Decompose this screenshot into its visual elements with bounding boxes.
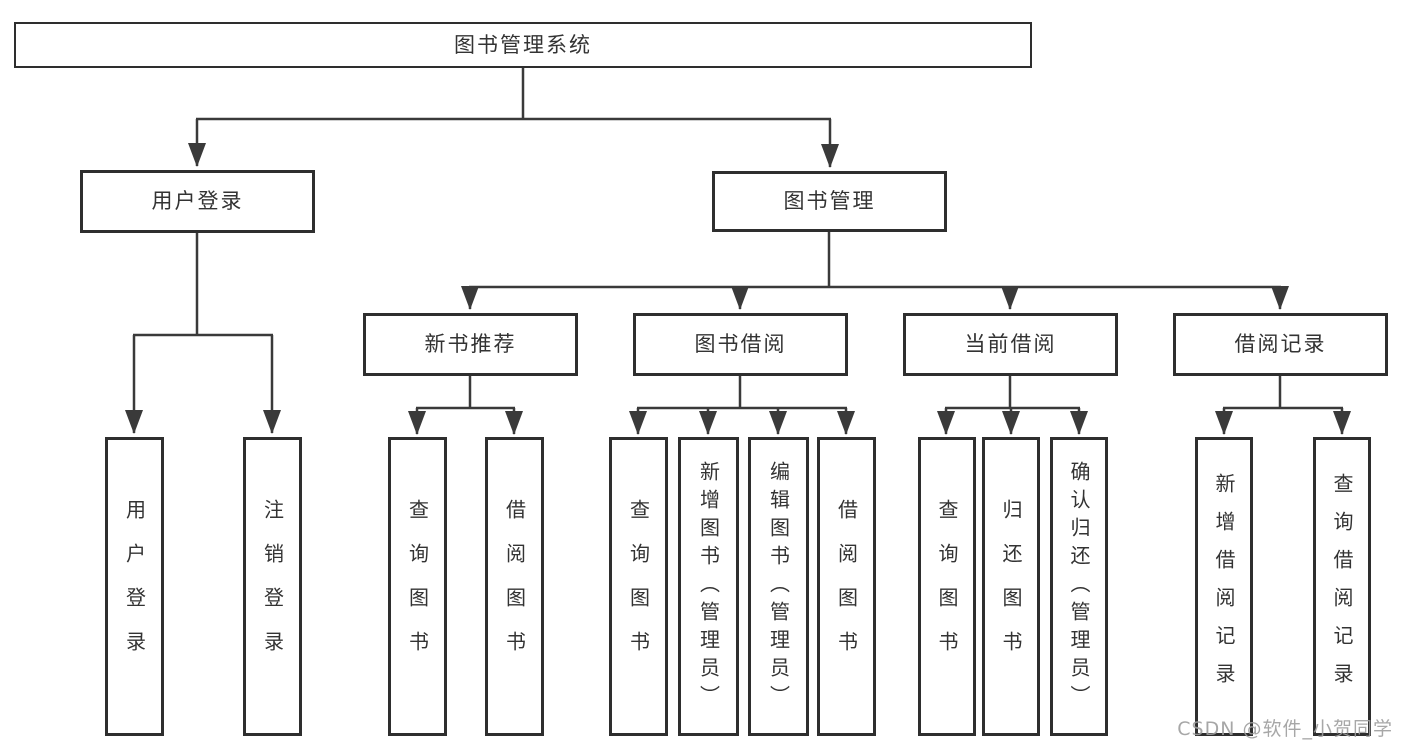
leaf-query-books-current: 查询图书 [918, 437, 976, 736]
node-library-system-label: 图书管理系统 [454, 32, 592, 57]
node-new-book-recommend-label: 新书推荐 [424, 332, 517, 356]
leaf-add-borrow-record: 新增借阅记录 [1195, 437, 1253, 736]
node-user-login-label: 用户登录 [151, 189, 244, 213]
leaf-confirm-return-admin: 确认归还（管理员） [1050, 437, 1108, 736]
node-borrow-records-label: 借阅记录 [1234, 332, 1327, 356]
leaf-user-login: 用户登录 [105, 437, 164, 736]
leaf-add-book-admin: 新增图书（管理员） [678, 437, 739, 736]
node-new-book-recommend: 新书推荐 [363, 313, 578, 376]
leaf-add-borrow-record-label: 新增借阅记录 [1212, 472, 1236, 701]
leaf-borrow-books-recommend-label: 借阅图书 [502, 498, 527, 675]
leaf-logout: 注销登录 [243, 437, 302, 736]
leaf-user-login-label: 用户登录 [122, 498, 147, 675]
leaf-query-books-recommend-label: 查询图书 [405, 498, 430, 675]
node-current-borrowing: 当前借阅 [903, 313, 1118, 376]
leaf-query-books-borrowing-label: 查询图书 [626, 498, 651, 675]
leaf-query-borrow-record-label: 查询借阅记录 [1330, 472, 1354, 701]
node-library-system: 图书管理系统 [14, 22, 1032, 68]
node-book-management: 图书管理 [712, 171, 947, 232]
leaf-borrow-books-recommend: 借阅图书 [485, 437, 544, 736]
leaf-confirm-return-admin-label: 确认归还（管理员） [1067, 460, 1091, 713]
leaf-edit-book-admin: 编辑图书（管理员） [748, 437, 809, 736]
leaf-borrow-books-label: 借阅图书 [834, 498, 859, 675]
leaf-borrow-books: 借阅图书 [817, 437, 876, 736]
csdn-watermark: CSDN @软件_小贺同学 [1177, 718, 1393, 740]
leaf-query-borrow-record: 查询借阅记录 [1313, 437, 1371, 736]
node-user-login: 用户登录 [80, 170, 315, 233]
node-current-borrowing-label: 当前借阅 [964, 332, 1057, 356]
leaf-query-books-borrowing: 查询图书 [609, 437, 668, 736]
leaf-query-books-recommend: 查询图书 [388, 437, 447, 736]
leaf-edit-book-admin-label: 编辑图书（管理员） [766, 460, 791, 713]
leaf-return-books: 归还图书 [982, 437, 1040, 736]
node-book-borrowing: 图书借阅 [633, 313, 848, 376]
node-borrow-records: 借阅记录 [1173, 313, 1388, 376]
leaf-add-book-admin-label: 新增图书（管理员） [696, 460, 721, 713]
leaf-return-books-label: 归还图书 [999, 498, 1023, 675]
node-book-borrowing-label: 图书借阅 [694, 332, 787, 356]
node-book-management-label: 图书管理 [783, 189, 876, 213]
leaf-query-books-current-label: 查询图书 [935, 498, 959, 675]
leaf-logout-label: 注销登录 [260, 498, 285, 675]
